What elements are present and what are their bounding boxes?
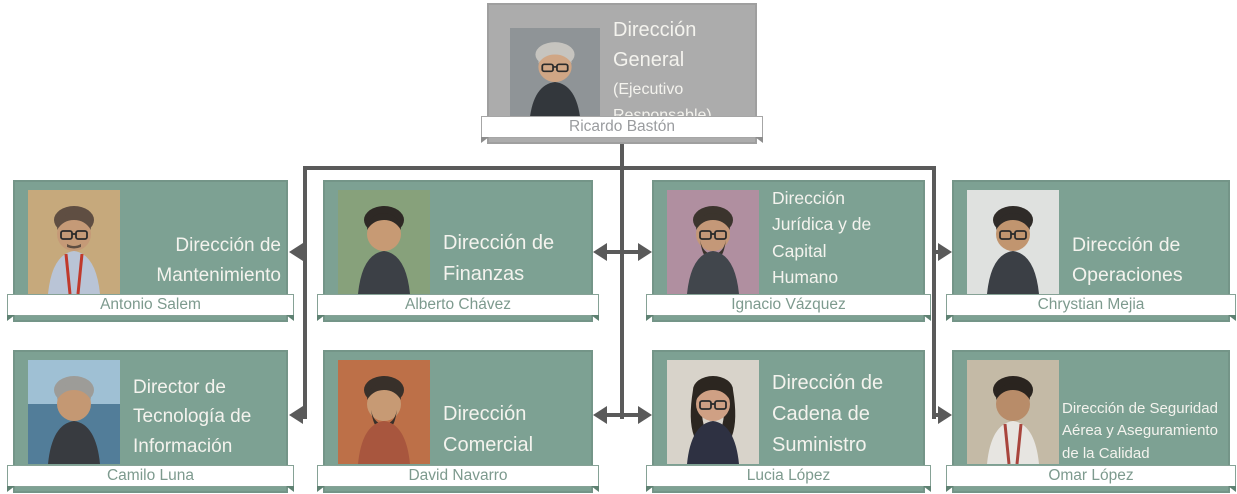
ribbon-fold-right (923, 315, 931, 321)
ribbon-fold-right (591, 315, 599, 321)
org-node-direccion-de-cadena-de-suministro[interactable]: Dirección de Cadena de Suministro Lucia … (646, 350, 931, 493)
org-node-direccion-general[interactable]: Dirección General (Ejecutivo Responsable… (481, 3, 763, 144)
person-name: Ignacio Vázquez (731, 296, 846, 313)
person-name: Ricardo Bastón (569, 118, 675, 135)
portrait-photo (338, 360, 430, 464)
connector-root-stem (620, 142, 624, 170)
person-name: Chrystian Mejia (1037, 296, 1145, 313)
portrait-photo (967, 360, 1059, 464)
connector-vertical-middle (620, 166, 624, 419)
connector-stub (607, 413, 620, 417)
name-ribbon: Chrystian Mejia (946, 294, 1236, 321)
ribbon-fold-left (7, 315, 15, 321)
ribbon-fold-left (317, 486, 325, 492)
name-ribbon: Camilo Luna (7, 465, 294, 492)
portrait-photo (667, 360, 759, 464)
ribbon-fold-right (923, 486, 931, 492)
ribbon-fold-right (286, 486, 294, 492)
person-name: Lucia López (746, 467, 831, 484)
org-node-direccion-de-mantenimiento[interactable]: Dirección de Mantenimiento Antonio Salem (7, 180, 294, 322)
node-title: Dirección de Operaciones (1072, 233, 1183, 286)
arrowhead-right-icon (938, 243, 952, 261)
portrait-photo (510, 28, 600, 120)
name-ribbon: Omar López (946, 465, 1236, 492)
node-title: Dirección de Finanzas (443, 232, 555, 285)
name-ribbon: Ignacio Vázquez (646, 294, 931, 321)
name-ribbon: Lucia López (646, 465, 931, 492)
connector-stub (624, 250, 638, 254)
ribbon-fold-left (317, 315, 325, 321)
org-node-direccion-de-seguridad-aerea[interactable]: Dirección de Seguridad Aérea y Asegurami… (946, 350, 1236, 493)
arrowhead-right-icon (638, 243, 652, 261)
person-name: Omar López (1048, 467, 1134, 484)
org-node-direccion-de-operaciones[interactable]: Dirección de Operaciones Chrystian Mejia (946, 180, 1236, 322)
ribbon-fold-right (591, 486, 599, 492)
name-ribbon: David Navarro (317, 465, 599, 492)
portrait-photo (28, 360, 120, 464)
connector-horizontal (303, 166, 936, 170)
connector-vertical-left (303, 166, 307, 419)
person-name: Antonio Salem (100, 296, 201, 313)
person-name: Alberto Chávez (405, 296, 511, 313)
arrowhead-left-icon (289, 406, 303, 424)
org-node-director-de-tecnologia-de-informacion[interactable]: Director de Tecnología de Información Ca… (7, 350, 294, 493)
node-title: Dirección de Mantenimiento (156, 235, 281, 286)
org-node-direccion-comercial[interactable]: Dirección Comercial David Navarro (317, 350, 599, 493)
ribbon-fold-left (7, 486, 15, 492)
ribbon-fold-right (1228, 486, 1236, 492)
org-node-direccion-juridica-y-de-capital-humano[interactable]: Dirección Jurídica y de Capital Humano I… (646, 180, 931, 322)
ribbon-fold-left (946, 315, 954, 321)
arrowhead-right-icon (638, 406, 652, 424)
node-title: Director de Tecnología de Información (133, 376, 252, 457)
ribbon-fold-left (946, 486, 954, 492)
name-ribbon: Antonio Salem (7, 294, 294, 321)
arrowhead-left-icon (593, 406, 607, 424)
connector-stub (624, 413, 638, 417)
ribbon-fold-left (481, 137, 489, 143)
connector-stub (607, 250, 620, 254)
ribbon-fold-right (1228, 315, 1236, 321)
node-title: Dirección de Seguridad Aérea y Asegurami… (1062, 399, 1218, 462)
name-ribbon: Alberto Chávez (317, 294, 599, 321)
portrait-photo (338, 190, 430, 294)
arrowhead-right-icon (938, 406, 952, 424)
ribbon-fold-right (286, 315, 294, 321)
node-title: Dirección Comercial (443, 403, 534, 456)
person-name: Camilo Luna (106, 467, 195, 484)
person-name: David Navarro (408, 467, 508, 484)
node-title: Dirección de Cadena de Suministro (772, 372, 884, 456)
node-title: Dirección General (Ejecutivo Responsable… (613, 15, 745, 129)
node-title: Dirección Jurídica y de Capital Humano (772, 188, 872, 287)
arrowhead-left-icon (289, 243, 303, 261)
ribbon-fold-left (646, 315, 654, 321)
org-node-direccion-de-finanzas[interactable]: Dirección de Finanzas Alberto Chávez (317, 180, 599, 322)
arrowhead-left-icon (593, 243, 607, 261)
ribbon-fold-left (646, 486, 654, 492)
root-title: Dirección General (613, 19, 697, 71)
ribbon-fold-right (755, 137, 763, 143)
portrait-photo (28, 190, 120, 294)
portrait-photo (667, 190, 759, 294)
connector-vertical-right (932, 166, 936, 419)
name-ribbon: Ricardo Bastón (481, 116, 763, 143)
portrait-photo (967, 190, 1059, 294)
